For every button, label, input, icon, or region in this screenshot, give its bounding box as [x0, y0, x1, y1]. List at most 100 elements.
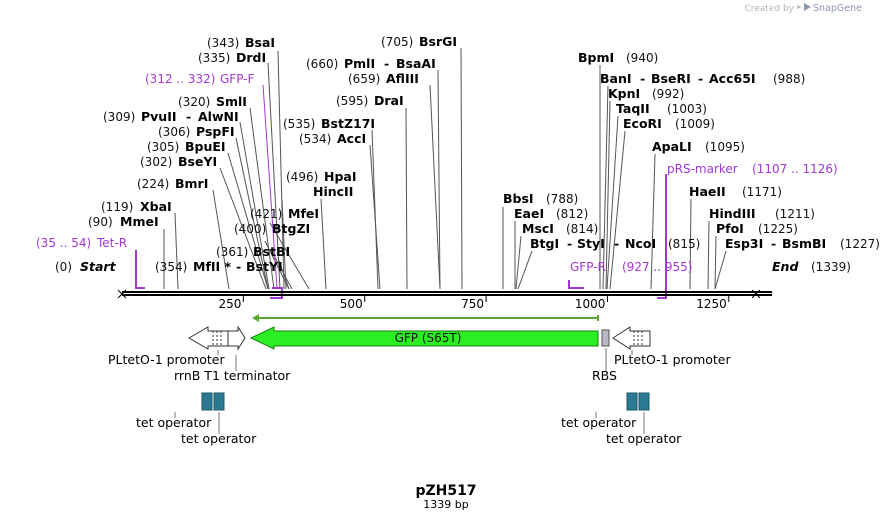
site-pos: (119) — [101, 200, 133, 214]
site-pos: (812) — [556, 207, 588, 221]
site-name: BmrI — [175, 176, 208, 191]
site-name-2: AlwNI — [198, 109, 239, 124]
site-pos: (940) — [626, 51, 658, 65]
site-pointer-lines — [163, 47, 727, 290]
rbs-feature[interactable] — [601, 329, 610, 347]
gfp-orf-line — [252, 314, 599, 322]
primer-gfp-r-mark — [568, 280, 584, 289]
terminator-feature[interactable] — [227, 325, 246, 351]
site-name-dash: - — [384, 56, 389, 71]
credit-brand: SnapGene — [813, 3, 862, 14]
primer-name: GFP-F — [220, 72, 255, 86]
site-name-2: BstYI — [246, 259, 283, 274]
site-name: PspFI — [196, 124, 235, 139]
site-name: BtgZI — [272, 221, 310, 236]
primer-name: Tet-R — [96, 236, 127, 250]
primer-name: pRS-marker — [667, 162, 738, 176]
site-name: MfeI — [288, 206, 319, 221]
site-name-2: BsmBI — [782, 236, 826, 251]
promoter-left-label: PLtetO-1 promoter — [108, 352, 225, 367]
site-name-2: BsaAI — [396, 56, 436, 71]
primer-glyphs — [135, 84, 667, 299]
primer-range: (35 .. 54) — [36, 236, 91, 250]
site-name-dash: - — [640, 71, 645, 86]
site-name: EaeI — [514, 206, 544, 221]
site-pos: (992) — [652, 87, 684, 101]
promoter-left-feature[interactable] — [188, 326, 235, 350]
site-name-2: BseRI — [651, 71, 691, 86]
site-name: MmeI — [120, 214, 159, 229]
site-name: MfII * — [193, 259, 232, 274]
site-pos: (400) — [234, 222, 266, 236]
tet-operator-left-1[interactable] — [201, 392, 213, 411]
site-name: DraI — [374, 93, 404, 108]
site-name: AccI — [337, 131, 366, 146]
snapgene-logo-icon — [797, 3, 811, 11]
site-pos: (815) — [668, 237, 700, 251]
plasmid-name: pZH517 — [415, 483, 476, 499]
tet-operator-label: tet operator — [136, 415, 212, 430]
site-name-3: Acc65I — [709, 71, 756, 86]
gfp-feature[interactable]: GFP (S65T) — [249, 326, 599, 350]
site-name-dash: - — [236, 259, 241, 274]
site-name: HaeII — [689, 184, 726, 199]
site-name: BpmI — [578, 50, 614, 65]
site-name-dash: - — [698, 71, 703, 86]
start-label: Start — [80, 259, 117, 274]
rbs-label: RBS — [592, 368, 617, 383]
primer-prs-marker-mark — [657, 174, 667, 299]
primer-tet-r-mark — [135, 250, 145, 289]
end-label: End — [772, 259, 799, 274]
site-pos: (1227) — [840, 237, 880, 251]
site-name: PfoI — [716, 221, 744, 236]
site-name-dash: - — [186, 109, 191, 124]
site-name: HpaI — [324, 169, 357, 184]
site-pos: (1009) — [675, 117, 715, 131]
gfp-label: GFP (S65T) — [395, 331, 462, 345]
site-pos: (354) — [155, 260, 187, 274]
site-pos: (302) — [140, 155, 172, 169]
scale-tick-label: 750 — [461, 297, 484, 311]
tet-operator-right-1[interactable] — [626, 392, 638, 411]
tet-operator-left-2[interactable] — [213, 392, 225, 411]
site-name: MscI — [522, 221, 554, 236]
start-pos: (0) — [55, 260, 72, 274]
site-pos: (306) — [158, 125, 190, 139]
site-name: BpuEI — [185, 139, 226, 154]
site-name: BseYI — [178, 154, 217, 169]
site-pos: (309) — [103, 110, 135, 124]
site-pos: (705) — [381, 35, 413, 49]
primer-range: (312 .. 332) — [145, 72, 215, 86]
site-name: Esp3I — [725, 236, 763, 251]
site-pos: (1095) — [705, 140, 745, 154]
site-name-2: HincII — [313, 184, 353, 199]
site-name: KpnI — [608, 86, 640, 101]
tet-operator-right-2[interactable] — [638, 392, 650, 411]
site-pos: (988) — [773, 72, 805, 86]
site-name: EcoRI — [623, 116, 662, 131]
site-pos: (659) — [348, 72, 380, 86]
site-name: SmlI — [216, 94, 247, 109]
site-pos: (421) — [250, 207, 282, 221]
promoter-right-feature[interactable] — [612, 326, 651, 350]
site-name: HindIII — [709, 206, 756, 221]
site-name: DrdI — [236, 50, 266, 65]
site-pos: (496) — [286, 170, 318, 184]
site-name: AflIII — [386, 71, 419, 86]
site-name: PmlI — [344, 56, 375, 71]
site-name: BbsI — [503, 191, 534, 206]
site-name-dash: - — [567, 236, 572, 251]
plasmid-length: 1339 bp — [423, 498, 468, 511]
dna-backbone — [117, 289, 772, 299]
site-pos: (660) — [306, 57, 338, 71]
site-name-dash: - — [771, 236, 776, 251]
site-pos: (335) — [198, 51, 230, 65]
scale-tick-label: 1250 — [696, 297, 727, 311]
site-pos: (224) — [137, 177, 169, 191]
site-name-2: StyI — [577, 236, 605, 251]
site-name: BanI — [600, 71, 632, 86]
site-name: TaqII — [616, 101, 650, 116]
site-pos: (90) — [88, 215, 113, 229]
